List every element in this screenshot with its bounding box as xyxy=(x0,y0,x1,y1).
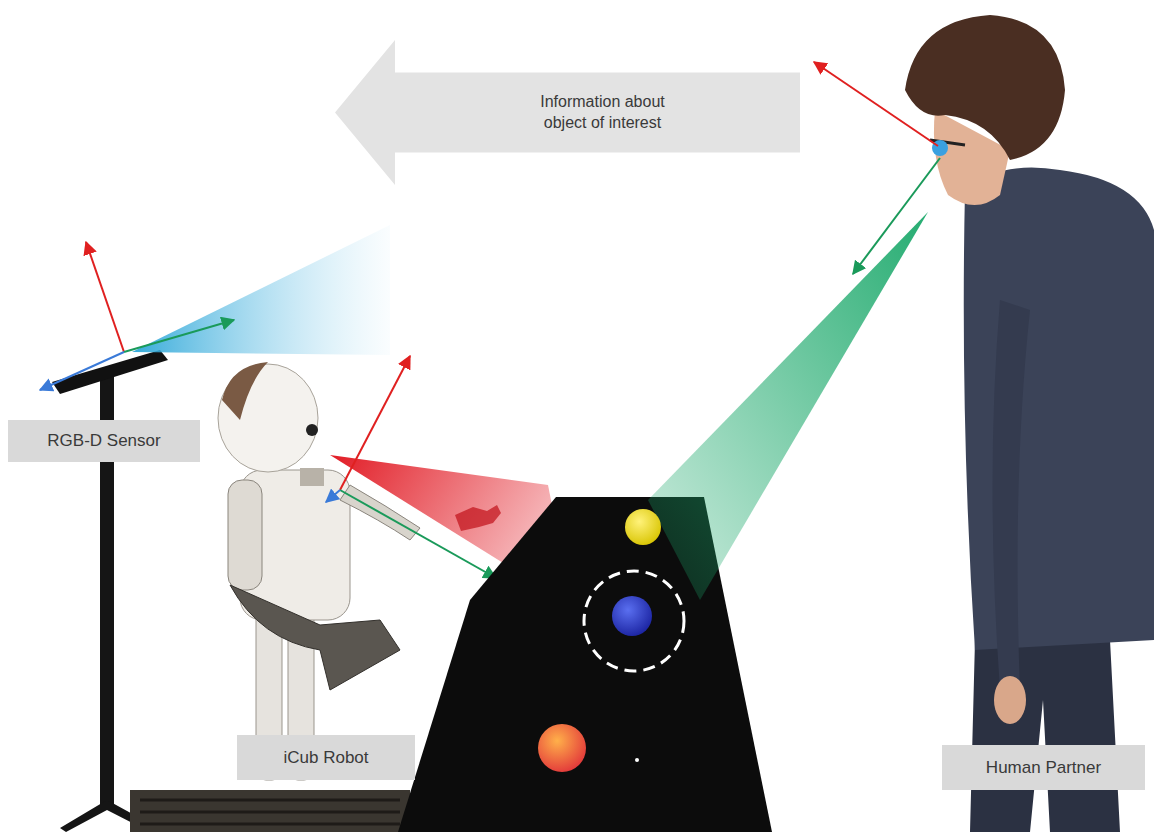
human-hand xyxy=(994,676,1026,724)
target-highlight xyxy=(584,571,684,671)
axis-arrow xyxy=(853,158,940,274)
component-label: Human Partner xyxy=(942,745,1145,790)
human-shirt xyxy=(964,168,1154,651)
info-arrow: Information about object of interest xyxy=(335,40,800,185)
arrow-outline xyxy=(335,40,800,185)
arrow-shape xyxy=(335,40,800,185)
hand-mark xyxy=(455,505,501,531)
human-partner xyxy=(905,15,1154,832)
blue-ball xyxy=(612,596,652,636)
base-platform xyxy=(130,790,410,832)
human-jeans xyxy=(970,640,1120,832)
axis-arrow xyxy=(340,356,410,490)
axis-arrow xyxy=(86,242,124,352)
arrow-text: Information about object of interest xyxy=(528,92,678,134)
label-text: RGB-D Sensor xyxy=(47,431,160,451)
robot-head-cover xyxy=(222,362,268,420)
board-dot xyxy=(635,758,639,762)
component-label: iCub Robot xyxy=(237,735,415,780)
yellow-ball xyxy=(625,509,661,545)
axis-arrow xyxy=(340,490,496,578)
icub-robot xyxy=(218,362,420,780)
axis-arrow xyxy=(326,490,340,502)
robot-hand xyxy=(230,585,400,690)
label-text: Human Partner xyxy=(986,758,1101,778)
robot-neck xyxy=(300,468,324,486)
robot-base xyxy=(130,790,410,832)
base-stripes xyxy=(140,800,400,824)
sensor-view-cone xyxy=(132,225,390,355)
robot-frame xyxy=(326,356,496,578)
robot-arm xyxy=(228,480,262,590)
axis-arrow xyxy=(40,352,124,390)
robot-eye xyxy=(306,424,318,436)
component-label: RGB-D Sensor xyxy=(8,420,200,462)
human-frame xyxy=(814,62,940,274)
axis-arrow xyxy=(124,320,234,352)
sensor-frame xyxy=(40,242,234,390)
human-arm xyxy=(993,300,1031,690)
rgbd-sensor-bar xyxy=(52,350,168,394)
axis-arrow xyxy=(814,62,938,146)
human-view-cone xyxy=(648,212,928,600)
label-text: iCub Robot xyxy=(283,748,368,768)
red-ball xyxy=(538,724,586,772)
human-hair xyxy=(905,15,1065,160)
